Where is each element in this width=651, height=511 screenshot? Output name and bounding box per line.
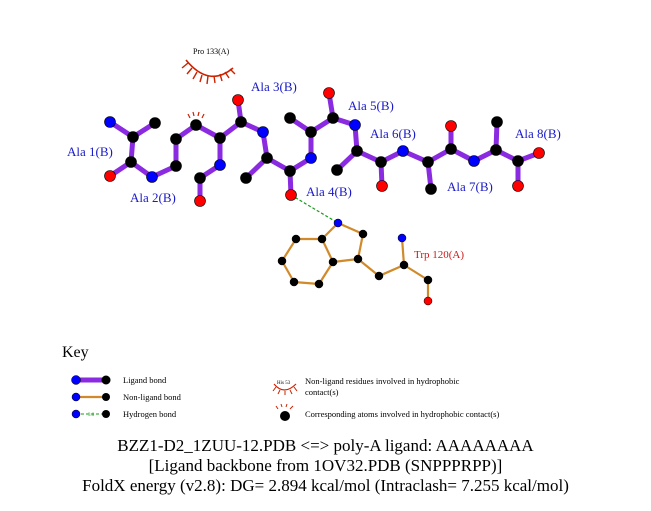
atom <box>331 164 343 176</box>
atom <box>399 260 409 270</box>
key-hydrophobic-residue-label-2: contact(s) <box>305 387 339 397</box>
atom <box>468 155 480 167</box>
atom <box>146 171 158 183</box>
atom <box>425 183 437 195</box>
key-nonligand-bond <box>71 392 110 402</box>
atom <box>149 117 161 129</box>
atom <box>422 156 434 168</box>
residue-label-ala3: Ala 3(B) <box>251 79 297 94</box>
atom <box>533 147 545 159</box>
atom <box>397 233 407 243</box>
key-hydrogen-bond-label: Hydrogen bond <box>123 409 177 419</box>
atom <box>423 296 433 306</box>
atom <box>214 132 226 144</box>
atom <box>194 172 206 184</box>
key-ligand-bond-label: Ligand bond <box>123 375 167 385</box>
ligand-atoms <box>104 87 545 207</box>
atom <box>327 112 339 124</box>
atom <box>104 116 116 128</box>
atom <box>374 271 384 281</box>
atom <box>240 172 252 184</box>
atom <box>314 279 324 289</box>
caption-line-1: BZZ1-D2_1ZUU-12.PDB <=> poly-A ligand: A… <box>117 436 534 455</box>
atom <box>104 170 116 182</box>
key-title: Key <box>62 344 89 361</box>
key-hydrophobic-example: His 53 <box>277 381 291 386</box>
key-hbond-distance: 3.0 <box>88 413 95 418</box>
residue-label-ala1: Ala 1(B) <box>67 144 113 159</box>
atom <box>125 156 137 168</box>
pro133-hydrophobic-contact <box>181 59 236 85</box>
residue-label-ala5: Ala 5(B) <box>348 98 394 113</box>
atom <box>232 94 244 106</box>
atom <box>445 120 457 132</box>
atom <box>397 145 409 157</box>
atom <box>512 180 524 192</box>
atom <box>333 218 343 228</box>
atom <box>194 195 206 207</box>
atom <box>358 229 368 239</box>
atom <box>305 152 317 164</box>
atom <box>284 165 296 177</box>
residue-label-ala8: Ala 8(B) <box>515 126 561 141</box>
pro133-label: Pro 133(A) <box>193 47 230 56</box>
atom <box>291 234 301 244</box>
atom <box>257 126 269 138</box>
atom <box>190 119 202 131</box>
atom <box>375 156 387 168</box>
atom <box>490 144 502 156</box>
residue-label-ala7: Ala 7(B) <box>447 179 493 194</box>
caption-line-2: [Ligand backbone from 1OV32.PDB (SNPPPRP… <box>148 456 503 475</box>
atom <box>445 143 457 155</box>
atom <box>351 145 363 157</box>
nonligand-atoms <box>277 218 433 306</box>
residue-label-ala6: Ala 6(B) <box>370 126 416 141</box>
atom <box>170 133 182 145</box>
atom <box>353 254 363 264</box>
hydrogen-bond <box>290 194 339 224</box>
atom <box>127 131 139 143</box>
key-hydrophobic-residue-label: Non-ligand residues involved in hydropho… <box>305 376 460 386</box>
residue-label-ala4: Ala 4(B) <box>306 184 352 199</box>
key-hydrophobic-atoms-label: Corresponding atoms involved in hydropho… <box>305 409 499 419</box>
atom <box>289 277 299 287</box>
ligand-atom-hydrophobic-mark <box>187 111 205 119</box>
caption-line-3: FoldX energy (v2.8): DG= 2.894 kcal/mol … <box>82 476 569 495</box>
atom <box>323 87 335 99</box>
atom <box>349 119 361 131</box>
key-hydrophobic-atom-icon <box>275 403 294 421</box>
atom <box>214 159 226 171</box>
atom <box>285 189 297 201</box>
atom <box>277 256 287 266</box>
key-nonligand-bond-label: Non-ligand bond <box>123 392 182 402</box>
atom <box>376 180 388 192</box>
atom <box>328 257 338 267</box>
residue-label-trp120: Trp 120(A) <box>414 249 464 261</box>
atom <box>235 116 247 128</box>
atom <box>261 152 273 164</box>
atom <box>317 234 327 244</box>
atom <box>512 155 524 167</box>
key-hydrophobic-residue-icon <box>272 383 298 395</box>
atom <box>305 126 317 138</box>
key-hydrogen-bond <box>71 409 110 419</box>
atom <box>170 160 182 172</box>
atom <box>491 116 503 128</box>
atom <box>423 275 433 285</box>
residue-label-ala2: Ala 2(B) <box>130 190 176 205</box>
key-ligand-bond <box>71 375 111 385</box>
atom <box>284 112 296 124</box>
